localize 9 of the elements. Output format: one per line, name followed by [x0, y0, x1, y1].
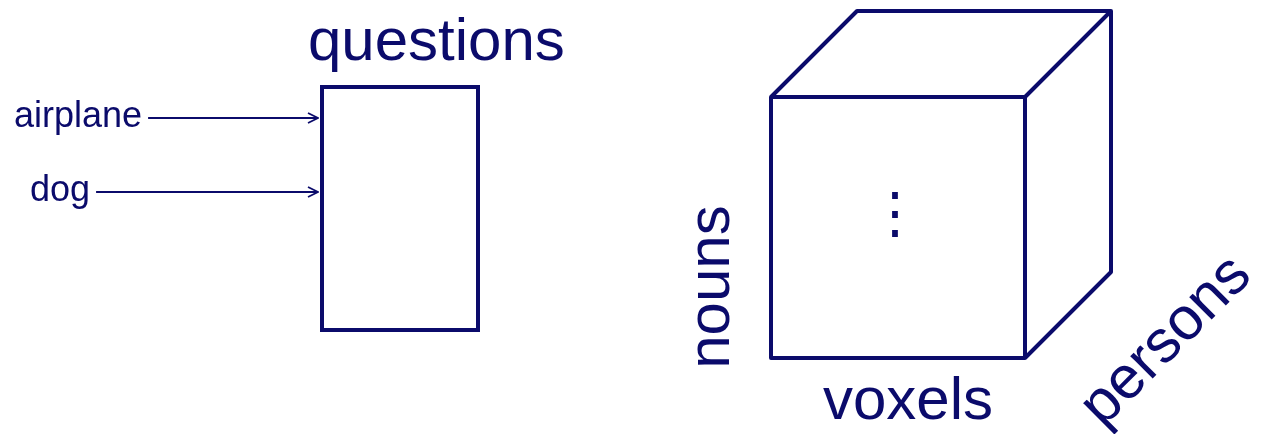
- row-label: dog: [30, 171, 91, 207]
- arrow: [147, 112, 319, 124]
- row-label: airplane: [14, 97, 143, 133]
- matrix-rectangle: [320, 85, 480, 332]
- axis-label: voxels: [823, 369, 994, 429]
- axis-label: nouns: [679, 204, 739, 371]
- matrix-heading: questions: [308, 10, 565, 70]
- ellipsis-mark: ⋮: [867, 185, 923, 241]
- arrow: [95, 186, 319, 198]
